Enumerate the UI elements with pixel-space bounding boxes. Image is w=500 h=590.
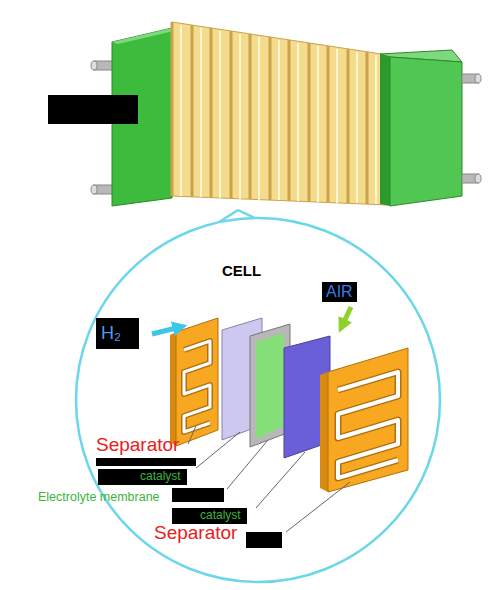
label-holder: CELL: [222, 262, 261, 280]
redaction-box: [246, 532, 282, 548]
plate-edges: [172, 22, 367, 204]
redaction-box: [172, 488, 224, 502]
exploded-cell: [170, 318, 408, 492]
hydrogen-arrow: [152, 327, 180, 334]
part-name: catalyst: [172, 508, 247, 524]
callout-magnifier: [76, 210, 440, 582]
label-holder: Separator: [96, 434, 179, 456]
redaction-box: [48, 95, 138, 124]
redaction-box: [96, 458, 196, 466]
part-name: Separator: [96, 434, 179, 456]
cell-plates: [172, 22, 388, 205]
part-name: catalyst: [98, 469, 187, 485]
end-plate: [390, 57, 462, 206]
end-plate-top: [112, 28, 178, 44]
label-holder: catalyst: [172, 505, 247, 524]
end-plate-side: [380, 54, 390, 206]
label-holder: Separator: [154, 522, 237, 544]
tie-rods: [462, 74, 481, 183]
air-arrow: [342, 307, 351, 326]
label-holder: H₂: [96, 318, 139, 349]
gas-label: AIR: [322, 282, 357, 302]
plate-highlights: [181, 25, 376, 204]
cell-heading: CELL: [222, 262, 261, 279]
label-holder: Electrolyte membrane: [38, 487, 160, 505]
label-holder: AIR: [322, 282, 357, 302]
gas-label: H₂: [96, 318, 139, 349]
part-name: Electrolyte membrane: [38, 490, 160, 504]
part-name: Separator: [154, 522, 237, 544]
label-holder: catalyst: [98, 466, 187, 485]
tie-rods: [91, 61, 114, 194]
